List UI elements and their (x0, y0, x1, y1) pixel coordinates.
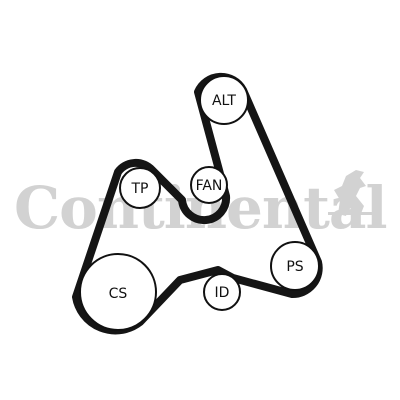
pulley-alt-label: ALT (212, 93, 236, 109)
pulley-ps: PS (270, 241, 320, 291)
pulley-fan-label: FAN (196, 178, 223, 194)
pulley-cs-circle (79, 253, 157, 331)
pulley-id-circle (203, 273, 241, 311)
pulley-fan-circle (190, 166, 228, 204)
pulley-ps-label: PS (286, 259, 303, 275)
pulley-cs-label: CS (109, 286, 128, 302)
pulley-alt: ALT (199, 75, 249, 125)
pulley-ps-circle (270, 241, 320, 291)
horse-logo-icon (328, 170, 376, 216)
pulley-tp-circle (119, 167, 161, 209)
pulley-id-label: ID (215, 285, 230, 301)
pulley-alt-circle (199, 75, 249, 125)
pulley-fan: FAN (190, 166, 228, 204)
pulley-id: ID (203, 273, 241, 311)
pulley-tp-label: TP (131, 181, 149, 197)
pulley-cs: CS (79, 253, 157, 331)
pulley-tp: TP (119, 167, 161, 209)
